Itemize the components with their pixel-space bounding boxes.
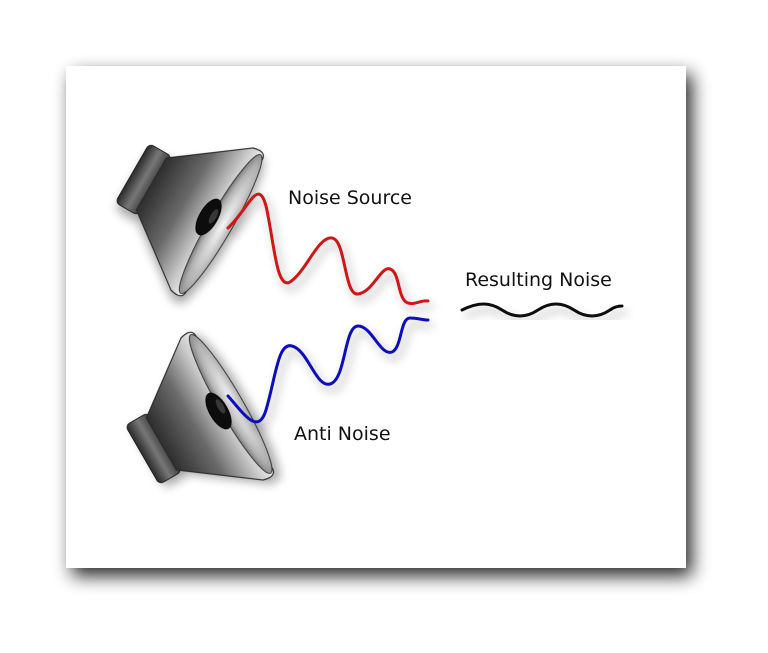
- noise-source-label: Noise Source: [288, 187, 412, 209]
- diagram-panel: [66, 66, 686, 568]
- anti-noise-label: Anti Noise: [294, 423, 391, 445]
- resulting-noise-label: Resulting Noise: [465, 269, 612, 291]
- noise-wave: [226, 192, 430, 305]
- anti-noise-wave: [226, 316, 430, 424]
- resulting-noise-wave: [460, 302, 624, 318]
